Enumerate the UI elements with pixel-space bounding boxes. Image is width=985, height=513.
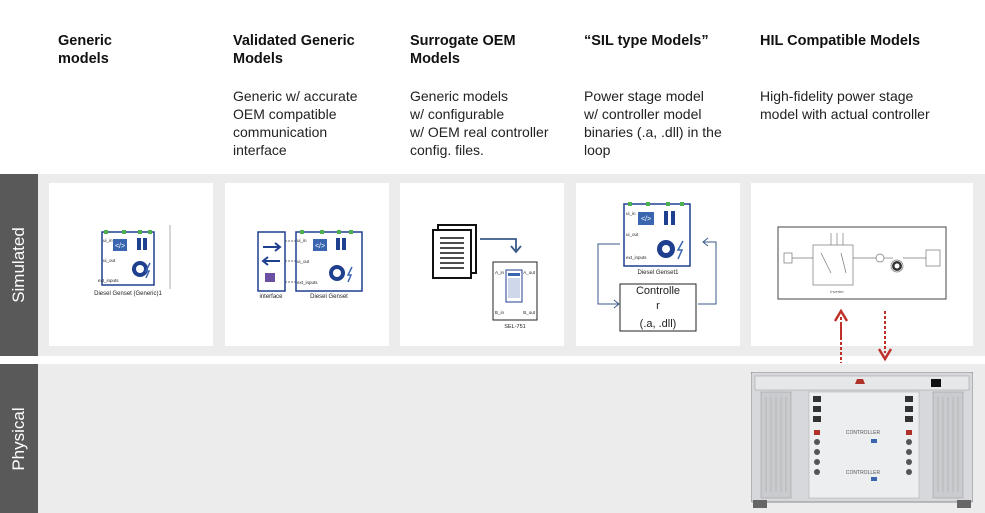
description-line: config. files. xyxy=(410,142,484,158)
physical-label-text: Physical xyxy=(9,406,28,471)
column-title: Generic models xyxy=(58,32,112,68)
description-line: High-fidelity power stage xyxy=(760,88,914,104)
column-description: Generic models w/ configurable w/ OEM re… xyxy=(410,87,548,159)
column-title: Surrogate OEM Models xyxy=(410,32,516,68)
controller-label: Controlle xyxy=(636,285,680,297)
description-line: w/ configurable xyxy=(410,106,505,122)
port-label: B_out xyxy=(523,310,536,315)
port-label: ui_out xyxy=(626,232,639,237)
description-line: w/ controller model xyxy=(584,106,702,122)
description-line: Generic models xyxy=(410,88,509,104)
port-label: ui_out xyxy=(297,259,310,264)
port-label: ui_in xyxy=(297,238,307,243)
arrow-up-icon xyxy=(833,308,849,322)
column-title-line: Validated Generic xyxy=(233,33,355,49)
column-title: “SIL type Models” xyxy=(584,32,709,50)
port-label: ui_out xyxy=(103,258,116,263)
hil-hardware-unit: CONTROLLER CONTROLLER xyxy=(751,372,973,508)
port-label: ext_inputs xyxy=(98,278,119,283)
column-title-line: Models xyxy=(233,51,283,67)
surrogate-model-diagram: A_in A_out B_in B_out SEL-751 xyxy=(432,224,538,330)
description-line: OEM compatible xyxy=(233,106,337,122)
column-title-line: HIL Compatible Models xyxy=(760,33,921,49)
column-title: Validated Generic Models xyxy=(233,32,355,68)
description-line: loop xyxy=(584,142,611,158)
controller-label: r xyxy=(656,300,660,312)
svg-text:</>: </> xyxy=(641,216,651,223)
device-label: SEL-751 xyxy=(504,324,525,330)
column-title-line: Surrogate OEM xyxy=(410,33,516,49)
panel-sil-model: </> ui_in ui_out ext_inputs Diesel Gense… xyxy=(576,183,740,346)
column-title-line: Models xyxy=(410,51,460,67)
port-label: B_in xyxy=(495,310,505,315)
controller-label: (.a, .dll) xyxy=(640,318,677,330)
hil-schematic-diagram: Inverter xyxy=(777,226,947,338)
validated-model-diagram: </> ui_in ui_out ext_inputs interface Di… xyxy=(257,230,363,300)
schematic-label: Inverter xyxy=(830,289,844,294)
panel-validated-model: </> ui_in ui_out ext_inputs interface Di… xyxy=(225,183,389,346)
port-label: A_in xyxy=(495,270,505,275)
port-label: ext_inputs xyxy=(626,255,647,260)
port-label: A_out xyxy=(523,270,536,275)
panel-hil-model: Inverter xyxy=(751,183,973,346)
port-label: ui_in xyxy=(626,211,636,216)
description-line: w/ OEM real controller xyxy=(410,124,549,140)
physical-band-label: Physical xyxy=(0,364,38,513)
description-line: interface xyxy=(233,142,287,158)
arrow-down-icon xyxy=(877,348,893,362)
block-label: Diesel Genset1 xyxy=(637,270,679,276)
port-label: ui_in xyxy=(103,238,113,243)
description-line: communication xyxy=(233,124,328,140)
panel-generic-model: </> ui_in ui_out ext_inputs Diesel Gense… xyxy=(49,183,213,346)
column-description: Power stage model w/ controller model bi… xyxy=(584,87,722,159)
hardware-front-label: CONTROLLER xyxy=(846,470,881,476)
column-title-line: Generic xyxy=(58,33,112,49)
svg-text:</>: </> xyxy=(315,243,325,250)
hil-link-arrows xyxy=(833,308,893,363)
column-description: High-fidelity power stage model with act… xyxy=(760,87,930,123)
block-label: Diesel Genset (Generic)1 xyxy=(94,291,162,297)
column-title-line: models xyxy=(58,51,109,67)
svg-text:</>: </> xyxy=(115,243,125,250)
port-label: ext_inputs xyxy=(297,280,318,285)
hardware-front-label: CONTROLLER xyxy=(846,430,881,436)
column-title-line: “SIL type Models” xyxy=(584,33,709,49)
generic-genset-diagram: </> ui_in ui_out ext_inputs Diesel Gense… xyxy=(94,225,171,297)
column-title: HIL Compatible Models xyxy=(760,32,920,50)
description-line: Power stage model xyxy=(584,88,704,104)
interface-label: interface xyxy=(259,294,283,300)
simulated-band-label: Simulated xyxy=(0,174,38,356)
description-line: Generic w/ accurate xyxy=(233,88,358,104)
genset-label: Diesel Genset xyxy=(310,294,348,300)
panel-surrogate-model: A_in A_out B_in B_out SEL-751 xyxy=(400,183,564,346)
description-line: model with actual controller xyxy=(760,106,930,122)
description-line: binaries (.a, .dll) in the xyxy=(584,124,722,140)
sil-model-diagram: </> ui_in ui_out ext_inputs Diesel Gense… xyxy=(597,202,717,332)
column-description: Generic w/ accurate OEM compatible commu… xyxy=(233,87,358,159)
simulated-label-text: Simulated xyxy=(9,227,28,303)
